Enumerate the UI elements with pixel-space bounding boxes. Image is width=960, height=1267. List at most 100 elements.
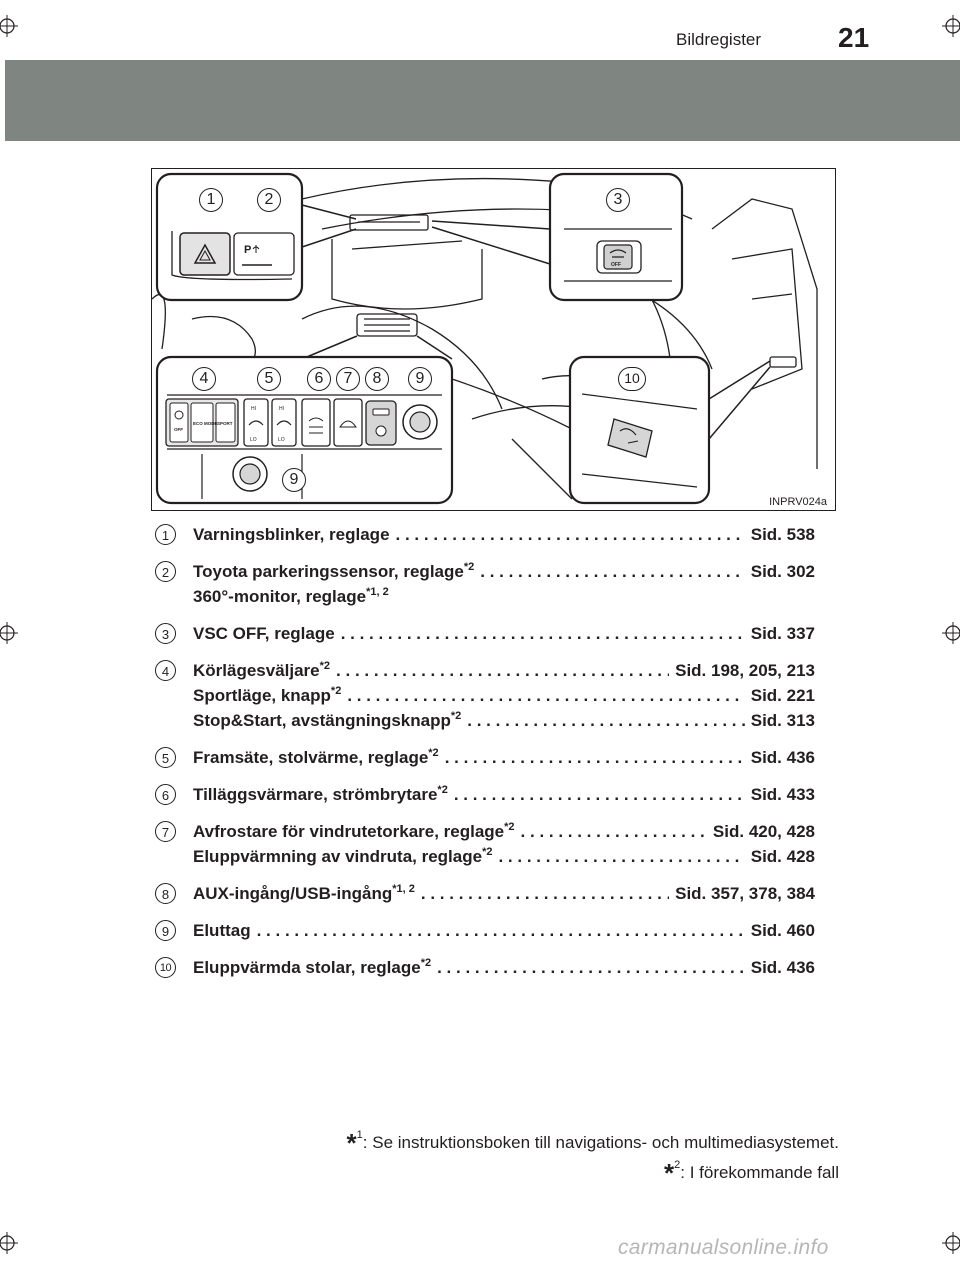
callout-box-hazard: P <box>155 172 357 302</box>
item-label: Tilläggsvärmare, strömbrytare*2 <box>193 784 448 805</box>
item-label: Eluppvärmning av vindruta, reglage*2 <box>193 846 493 867</box>
svg-text:OFF: OFF <box>174 427 183 432</box>
watermark[interactable]: carmanualsonline.info <box>618 1236 829 1259</box>
item-label: 360°-monitor, reglage*1, 2 <box>193 586 389 607</box>
list-item: 8 AUX-ingång/USB-ingång*1, 2 Sid. 357, 3… <box>155 881 815 906</box>
list-item: 5 Framsäte, stolvärme, reglage*2 Sid. 43… <box>155 745 815 770</box>
svg-text:OFF: OFF <box>611 262 621 268</box>
index-line: Eluppvärmning av vindruta, reglage*2 Sid… <box>193 844 815 869</box>
svg-text:SPORT: SPORT <box>217 421 233 426</box>
footnote-marker: *2 <box>482 846 493 858</box>
index-line: Eluttag Sid. 460 <box>193 918 815 943</box>
callout-box-vsc: OFF <box>431 172 684 302</box>
item-label: Framsäte, stolvärme, reglage*2 <box>193 747 439 768</box>
page-reference[interactable]: Sid. 420, 428 <box>712 822 815 841</box>
dot-leader <box>421 881 669 906</box>
item-label: Toyota parkeringssensor, reglage*2 <box>193 561 475 582</box>
index-line: Avfrostare för vindrutetorkare, reglage*… <box>193 819 815 844</box>
footnote-marker: *2 <box>319 660 331 672</box>
page-reference[interactable]: Sid. 302 <box>750 562 815 581</box>
item-label: Avfrostare för vindrutetorkare, reglage*… <box>193 821 515 842</box>
page-reference[interactable]: Sid. 198, 205, 213 <box>675 661 815 680</box>
page-reference[interactable]: Sid. 221 <box>750 686 815 705</box>
item-number-badge: 2 <box>155 561 176 582</box>
index-line: Körlägesväljare*2 Sid. 198, 205, 213 <box>193 658 815 683</box>
svg-text:P: P <box>244 244 251 256</box>
page-reference[interactable]: Sid. 357, 378, 384 <box>675 884 815 903</box>
footnote-marker: *1, 2 <box>366 586 389 598</box>
item-number-badge: 6 <box>155 784 176 805</box>
registration-mark-icon <box>0 15 18 37</box>
footnote-2: *2: I förekommande fall <box>664 1158 839 1188</box>
index-line: Tilläggsvärmare, strömbrytare*2 Sid. 433 <box>193 782 815 807</box>
callout-number: 4 <box>192 367 216 391</box>
item-number-badge: 3 <box>155 623 176 644</box>
list-item: 7 Avfrostare för vindrutetorkare, reglag… <box>155 819 815 869</box>
page-reference[interactable]: Sid. 428 <box>750 847 815 866</box>
footnote-marker: *2 <box>463 561 475 573</box>
index-line: Toyota parkeringssensor, reglage*2 Sid. … <box>193 559 815 584</box>
dot-leader <box>347 683 744 708</box>
item-number-badge: 4 <box>155 660 176 681</box>
dot-leader <box>336 658 669 683</box>
footnote-marker: *2 <box>330 685 342 697</box>
svg-text:HI: HI <box>279 406 284 412</box>
index-line: AUX-ingång/USB-ingång*1, 2 Sid. 357, 378… <box>193 881 815 906</box>
registration-mark-icon <box>0 1232 18 1254</box>
item-number-badge: 10 <box>155 957 176 978</box>
dot-leader <box>257 918 745 943</box>
svg-text:LO: LO <box>250 437 257 443</box>
page-reference[interactable]: Sid. 436 <box>750 958 815 977</box>
dashboard-illustration: P OFF OFF ECO MODE SPORT <box>151 168 836 511</box>
list-item: 1 Varningsblinker, reglage Sid. 538 <box>155 522 815 547</box>
index-list: 1 Varningsblinker, reglage Sid. 538 2 To… <box>155 522 815 992</box>
footnote-marker: *2 <box>437 784 448 796</box>
figure-code: INPRV024a <box>767 496 829 508</box>
item-label: Eluttag <box>193 921 251 940</box>
footnotes: *1: Se instruktionsboken till navigation… <box>347 1128 839 1188</box>
dot-leader <box>437 955 745 980</box>
dot-leader <box>341 621 745 646</box>
index-line: Eluppvärmda stolar, reglage*2 Sid. 436 <box>193 955 815 980</box>
page-reference[interactable]: Sid. 538 <box>750 525 815 544</box>
item-number-badge: 7 <box>155 821 176 842</box>
registration-mark-icon <box>942 1232 960 1254</box>
list-item: 9 Eluttag Sid. 460 <box>155 918 815 943</box>
page-reference[interactable]: Sid. 460 <box>750 921 815 940</box>
registration-mark-icon <box>942 15 960 37</box>
item-label: Körlägesväljare*2 <box>193 660 331 681</box>
page-reference[interactable]: Sid. 433 <box>750 785 815 804</box>
list-item: 6 Tilläggsvärmare, strömbrytare*2 Sid. 4… <box>155 782 815 807</box>
page-reference[interactable]: Sid. 436 <box>750 748 815 767</box>
footnote-marker: *1, 2 <box>392 883 415 895</box>
item-label: Stop&Start, avstängningsknapp*2 <box>193 710 462 731</box>
footnote-marker: *2 <box>428 747 439 759</box>
list-item: 10 Eluppvärmda stolar, reglage*2 Sid. 43… <box>155 955 815 980</box>
dot-leader <box>467 708 744 733</box>
item-label: VSC OFF, reglage <box>193 624 335 643</box>
page-number: 21 <box>838 22 870 53</box>
item-number-badge: 5 <box>155 747 176 768</box>
item-label: AUX-ingång/USB-ingång*1, 2 <box>193 883 415 904</box>
page-reference[interactable]: Sid. 313 <box>750 711 815 730</box>
callout-box-heated-seats <box>568 355 771 505</box>
section-title: Bildregister <box>676 30 762 49</box>
index-line: VSC OFF, reglage Sid. 337 <box>193 621 815 646</box>
callout-number: 10 <box>618 367 646 391</box>
list-item: 4 Körlägesväljare*2 Sid. 198, 205, 213 S… <box>155 658 815 733</box>
dot-leader <box>445 745 745 770</box>
svg-text:HI: HI <box>251 406 256 412</box>
dot-leader <box>480 559 744 584</box>
callout-number: 5 <box>257 367 281 391</box>
index-line: Stop&Start, avstängningsknapp*2 Sid. 313 <box>193 708 815 733</box>
page-reference[interactable]: Sid. 337 <box>750 624 815 643</box>
svg-text:ECO MODE: ECO MODE <box>193 421 218 426</box>
dashboard-drawing: P OFF OFF ECO MODE SPORT <box>152 172 818 505</box>
list-item: 2 Toyota parkeringssensor, reglage*2 Sid… <box>155 559 815 609</box>
callout-number: 1 <box>199 188 223 212</box>
header-bar <box>5 60 960 141</box>
footnote-marker: *2 <box>420 957 432 969</box>
index-line: Sportläge, knapp*2 Sid. 221 <box>193 683 815 708</box>
callout-number: 8 <box>365 367 389 391</box>
callout-number: 3 <box>606 188 630 212</box>
